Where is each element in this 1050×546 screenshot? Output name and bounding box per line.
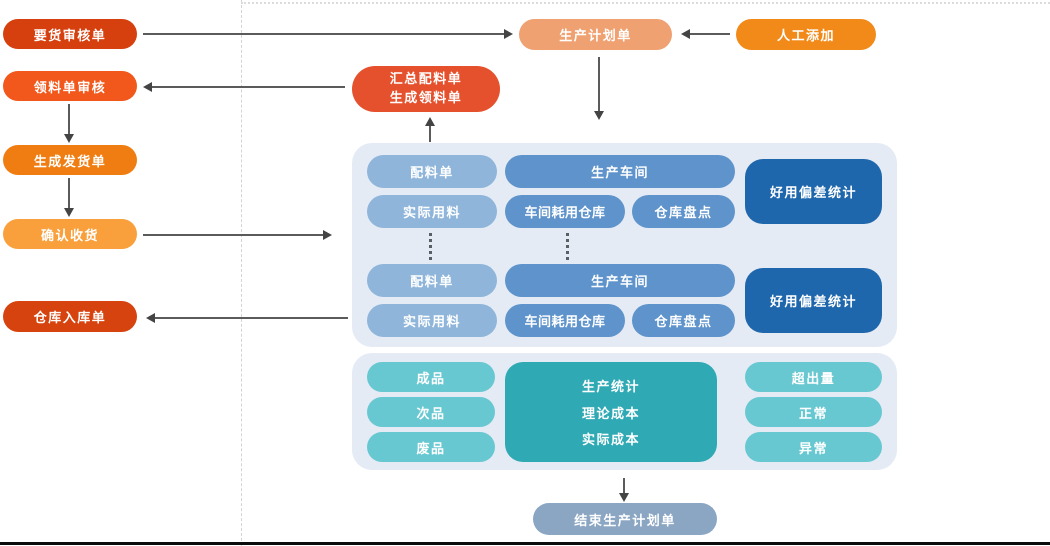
node-workshop-consumption-warehouse: 车间耗用仓库 [505,304,625,337]
arrow-audit-to-delivery [64,104,74,143]
node-batching-list: 配料单 [367,264,497,297]
actual-cost-label: 实际成本 [581,432,640,447]
node-usage-variance-stats: 好用偏差统计 [745,268,882,333]
summary-line2: 生成领料单 [389,90,463,105]
arrow-manual-to-plan [681,29,730,39]
top-dotted-divider [241,2,1050,4]
node-batching-list: 配料单 [367,155,497,188]
node-excess-amount: 超出量 [745,362,882,392]
node-manual-add: 人工添加 [736,19,876,50]
arrow-summary-to-audit [143,82,345,92]
arrow-plan-down [594,57,604,120]
vertical-dashed-divider [241,0,242,546]
dotted-connector-left [429,233,432,260]
arrow-stats-to-end [619,478,629,502]
node-actual-material-usage: 实际用料 [367,304,497,337]
bottom-border-bar [0,542,1050,545]
node-normal: 正常 [745,397,882,427]
node-usage-variance-stats: 好用偏差统计 [745,159,882,224]
node-end-production-plan: 结束生产计划单 [533,503,717,535]
node-abnormal: 异常 [745,432,882,462]
node-finished-goods: 成品 [367,362,495,392]
node-warehouse-inbound-order: 仓库入库单 [3,301,137,332]
node-production-plan: 生产计划单 [519,19,672,50]
arrow-panel-to-inbound [146,313,348,323]
arrow-panel-to-summary [425,117,435,142]
node-production-workshop: 生产车间 [505,155,735,188]
node-actual-material-usage: 实际用料 [367,195,497,228]
arrow-delivery-to-receipt [64,178,74,217]
node-scrap-goods: 废品 [367,432,495,462]
node-summarize-batching: 汇总配料单 生成领料单 [352,66,500,112]
node-material-request-audit: 领料单审核 [3,71,137,101]
summary-line1: 汇总配料单 [389,71,463,87]
node-generate-delivery-order: 生成发货单 [3,145,137,175]
node-goods-request-audit: 要货审核单 [3,19,137,49]
node-workshop-consumption-warehouse: 车间耗用仓库 [505,195,625,228]
node-warehouse-stocktake: 仓库盘点 [632,195,735,228]
node-production-workshop: 生产车间 [505,264,735,297]
node-production-cost-stats: 生产统计 理论成本 实际成本 [505,362,717,462]
production-stats-label: 生产统计 [581,379,640,394]
theoretical-cost-label: 理论成本 [581,405,640,421]
arrow-request-to-plan [143,29,513,39]
node-confirm-receipt: 确认收货 [3,219,137,249]
arrow-receipt-to-panel [143,230,332,240]
node-defective-goods: 次品 [367,397,495,427]
node-warehouse-stocktake: 仓库盘点 [632,304,735,337]
dotted-connector-right [566,233,569,260]
